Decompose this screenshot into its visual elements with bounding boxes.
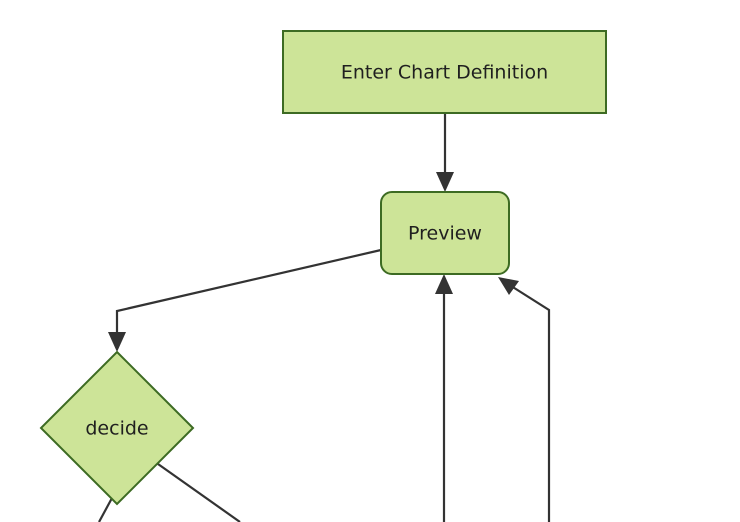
edge-preview-to-decide-line: [115, 248, 382, 340]
edge-bottom-right-to-preview: [498, 277, 551, 522]
edge-bottom-center-to-preview-arrowhead: [435, 274, 453, 294]
edge-decide-bottom-right-line: [157, 463, 241, 522]
edge-enter-to-preview-arrowhead: [436, 172, 454, 192]
node-enter-chart-definition-label: Enter Chart Definition: [341, 62, 548, 84]
edge-decide-bottom-left-line: [98, 497, 113, 522]
node-preview-shape[interactable]: [380, 191, 510, 275]
edge-enter-to-preview: [436, 113, 454, 192]
node-preview[interactable]: Preview: [380, 191, 510, 275]
node-enter-chart-definition[interactable]: Enter Chart Definition: [282, 30, 607, 114]
node-preview-label: Preview: [408, 223, 482, 245]
node-enter-chart-definition-shape[interactable]: [282, 30, 607, 114]
edge-preview-to-decide: [108, 248, 382, 352]
edge-decide-bottom-left: [98, 497, 113, 522]
edge-preview-to-decide-arrowhead: [108, 332, 126, 352]
edge-bottom-center-to-preview: [435, 274, 453, 522]
node-decide-label: decide: [85, 418, 148, 440]
node-decide-shape[interactable]: [39, 350, 195, 506]
edge-decide-bottom-right: [157, 463, 241, 522]
edge-bottom-right-to-preview-line: [507, 283, 551, 522]
edge-bottom-right-to-preview-arrowhead: [498, 277, 519, 295]
node-decide[interactable]: decide: [39, 350, 195, 506]
